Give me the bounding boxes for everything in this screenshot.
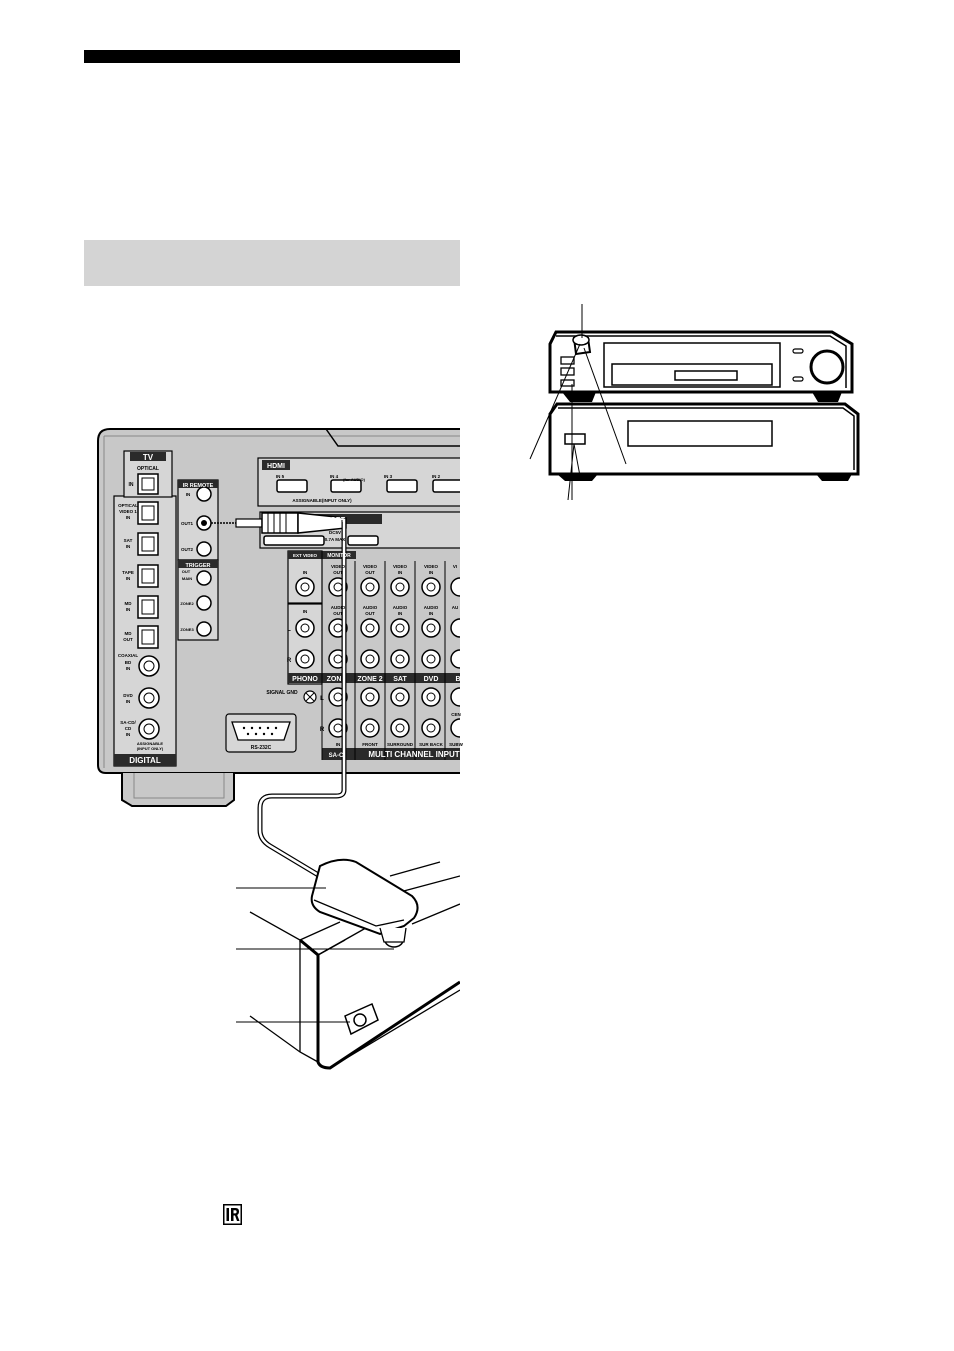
assignable-note: (INPUT ONLY): [137, 746, 164, 751]
sacd-label: SA-C: [329, 753, 344, 759]
zone2-video-out: OUT: [365, 570, 375, 575]
digital-input-label: TAPE: [122, 570, 134, 575]
hdmi-port-label: IN 2: [432, 474, 441, 479]
tv-in-label: IN: [129, 482, 134, 488]
sacd-in-label: IN: [336, 742, 341, 747]
digital-input-label: OPTICAL: [118, 503, 138, 508]
monitor-audio-out: OUT: [333, 611, 343, 616]
optical-header: OPTICAL: [137, 466, 159, 472]
digital-input-label: MD: [125, 631, 133, 636]
signal-gnd-label: SIGNAL GND: [266, 690, 298, 696]
zone2-audio-out: AUDIO: [363, 605, 378, 610]
assignable-note: ASSIGNABLE: [137, 741, 164, 746]
dmport-label: DMPORT: [315, 517, 346, 524]
hdmi-port-note: (for AUDIO): [343, 477, 366, 482]
coaxial-input-label: IN: [126, 666, 131, 671]
channel-r-label: R: [320, 727, 325, 733]
phono-label: PHONO: [292, 676, 318, 683]
trigger-zone3-label: ZONE3: [180, 627, 194, 632]
front-label: FRONT: [362, 742, 378, 747]
hdmi-port-label: IN 3: [384, 474, 393, 479]
digital-input-label: IN: [126, 544, 131, 549]
hdmi-assignable-label: ASSIGNABLE(INPUT ONLY): [292, 498, 352, 503]
b-label: B: [455, 676, 460, 683]
ir-in-label: IN: [186, 492, 191, 497]
ext-video-in-label: IN: [303, 570, 308, 575]
sat-label: SAT: [393, 676, 407, 683]
dc-label: 0.7A MAX: [325, 537, 346, 542]
ir-out1-label: OUT1: [181, 521, 193, 526]
tv-label: TV: [143, 453, 154, 462]
digital-input-label: OUT: [123, 637, 133, 642]
subwoofer-label: SUBW: [449, 742, 464, 747]
sat-video-in: IN: [398, 570, 403, 575]
zone2-label: ZONE 2: [357, 676, 382, 683]
digital-input-label: IN: [126, 607, 131, 612]
partial-video-label: VI: [453, 564, 457, 569]
dvd-audio-in: IN: [429, 611, 434, 616]
partial-audio-label: AU: [452, 605, 459, 610]
sat-video-in: VIDEO: [393, 564, 408, 569]
dc-label: DC5V: [329, 530, 341, 535]
channel-l-label: L: [287, 627, 291, 633]
ir-remote-label: IR REMOTE: [183, 483, 214, 489]
zone2-audio-out: OUT: [365, 611, 375, 616]
dvd-audio-in: AUDIO: [424, 605, 439, 610]
hdmi-port-label: IN 5: [276, 474, 285, 479]
phono-in-label: IN: [303, 609, 308, 614]
center-label: CEN: [451, 712, 461, 717]
hdmi-port-label: IN 4: [330, 474, 339, 479]
ir-sensor-icon: [223, 1204, 242, 1225]
coaxial-input-label: IN: [126, 699, 131, 704]
trigger-zone2-label: ZONE2: [180, 601, 194, 606]
dvd-video-in: VIDEO: [424, 564, 439, 569]
hdmi-label: HDMI: [267, 463, 285, 470]
digital-input-label: SAT: [124, 538, 133, 543]
coaxial-input-label: COAXIAL: [118, 653, 139, 658]
digital-input-label: IN: [126, 576, 131, 581]
trigger-main-label: MAIN: [182, 576, 192, 581]
trigger-out-label: OUT: [182, 569, 191, 574]
rs232c-label: RS-232C: [251, 745, 272, 751]
coaxial-input-label: BD: [125, 660, 132, 665]
monitor-video-out: OUT: [333, 570, 343, 575]
coaxial-input-label: SA-CD/: [120, 720, 136, 725]
ext-video-label: EXT VIDEO: [293, 553, 318, 558]
dvd-label: DVD: [424, 676, 439, 683]
channel-r-label: R: [287, 658, 292, 664]
surround-label: SURROUND: [387, 742, 414, 747]
dvd-video-in: IN: [429, 570, 434, 575]
heading-rule: [84, 50, 460, 63]
digital-input-label: IN: [126, 515, 131, 520]
digital-input-label: VIDEO 1: [119, 509, 137, 514]
channel-l-label: L: [320, 696, 324, 702]
ir-out2-label: OUT2: [181, 547, 193, 552]
digital-input-label: MD: [125, 601, 133, 606]
trigger-label: TRIGGER: [185, 563, 210, 569]
zone2-video-out: VIDEO: [363, 564, 378, 569]
sat-audio-in: AUDIO: [393, 605, 408, 610]
zone-label: ZON: [327, 676, 342, 683]
digital-label: DIGITAL: [129, 756, 161, 765]
coaxial-input-label: DVD: [123, 693, 133, 698]
section-heading-band: [84, 240, 460, 286]
monitor-label: MONITOR: [327, 553, 351, 559]
monitor-video-out: VIDEO: [331, 564, 346, 569]
sat-audio-in: IN: [398, 611, 403, 616]
multi-channel-input-label: MULTI CHANNEL INPUT: [368, 750, 459, 759]
coaxial-input-label: CD: [125, 726, 132, 731]
sur-back-label: SUR BACK: [419, 742, 444, 747]
coaxial-input-label: IN: [126, 732, 131, 737]
monitor-audio-out: AUDIO: [331, 605, 346, 610]
